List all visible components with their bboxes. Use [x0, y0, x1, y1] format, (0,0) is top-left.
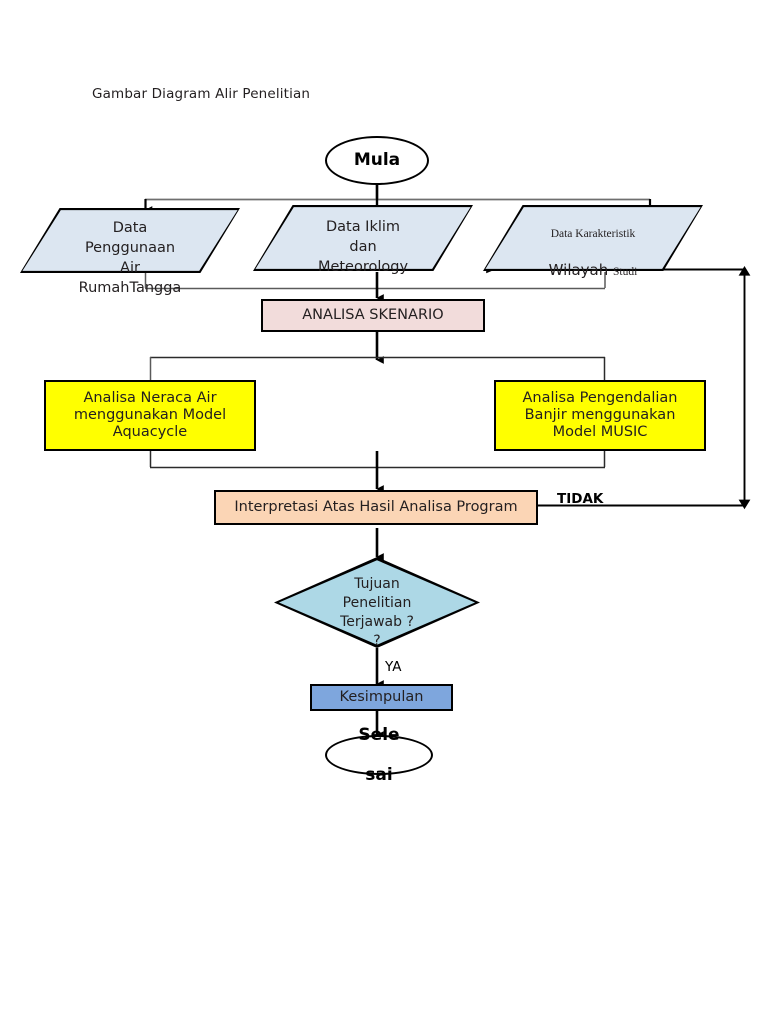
node-interpretation[interactable]: Interpretasi Atas Hasil Analisa Program	[214, 490, 538, 525]
page-title: Gambar Diagram Alir Penelitian	[92, 86, 311, 102]
node-end-label: Sele sai	[327, 705, 431, 805]
node-data-region-label-line2: Wilayah Studi	[483, 243, 703, 281]
node-flood-control-label: Analisa Pengendalian Banjir menggunakan …	[522, 389, 678, 441]
node-water-balance-label: Analisa Neraca Air menggunakan Model Aqu…	[73, 389, 227, 441]
node-decision[interactable]: Tujuan Penelitian Terjawab ? ?	[274, 557, 480, 649]
edge-start-to-data-bus	[144, 184, 651, 205]
node-end-label-line1: Sele	[358, 724, 400, 745]
edge-label-tidak: TIDAK	[557, 491, 604, 507]
node-data-region-label-wilayah: Wilayah	[548, 261, 614, 279]
node-data-region[interactable]: Data Karakteristik Wilayah Studi	[483, 205, 703, 279]
node-decision-label: Tujuan Penelitian Terjawab ? ?	[340, 576, 414, 649]
node-start[interactable]: Mula	[325, 136, 429, 185]
node-conclusion-label: Kesimpulan	[339, 688, 424, 705]
node-scenario-label: ANALISA SKENARIO	[302, 306, 444, 323]
node-interpretation-label: Interpretasi Atas Hasil Analisa Program	[234, 498, 518, 515]
node-data-climate-fill	[255, 207, 471, 269]
node-end-label-line2: sai	[365, 765, 393, 786]
node-start-label: Mula	[353, 150, 401, 171]
edge-models-to-interpretation-bus	[149, 451, 606, 493]
node-data-household-label: Data Penggunaan Air RumahTangga	[78, 220, 182, 296]
node-water-balance[interactable]: Analisa Neraca Air menggunakan Model Aqu…	[44, 380, 256, 451]
node-scenario[interactable]: ANALISA SKENARIO	[261, 299, 485, 332]
node-data-household-fill	[22, 210, 238, 271]
edge-scenario-to-models-bus	[149, 332, 606, 381]
node-end[interactable]: Sele sai	[325, 725, 433, 785]
node-data-region-label-line1: Data Karakteristik	[550, 228, 636, 240]
node-data-climate[interactable]: Data Iklim dan Meteorology	[253, 205, 473, 275]
edge-label-ya: YA	[385, 659, 402, 675]
node-data-climate-label: Data Iklim dan Meteorology	[317, 219, 409, 275]
node-flood-control[interactable]: Analisa Pengendalian Banjir menggunakan …	[494, 380, 706, 451]
edge-data-to-scenario-bus	[144, 272, 606, 302]
node-data-region-label-studi: Studi	[613, 266, 638, 278]
node-data-region-fill	[485, 207, 701, 269]
node-data-household[interactable]: Data Penggunaan Air RumahTangga	[20, 208, 240, 296]
